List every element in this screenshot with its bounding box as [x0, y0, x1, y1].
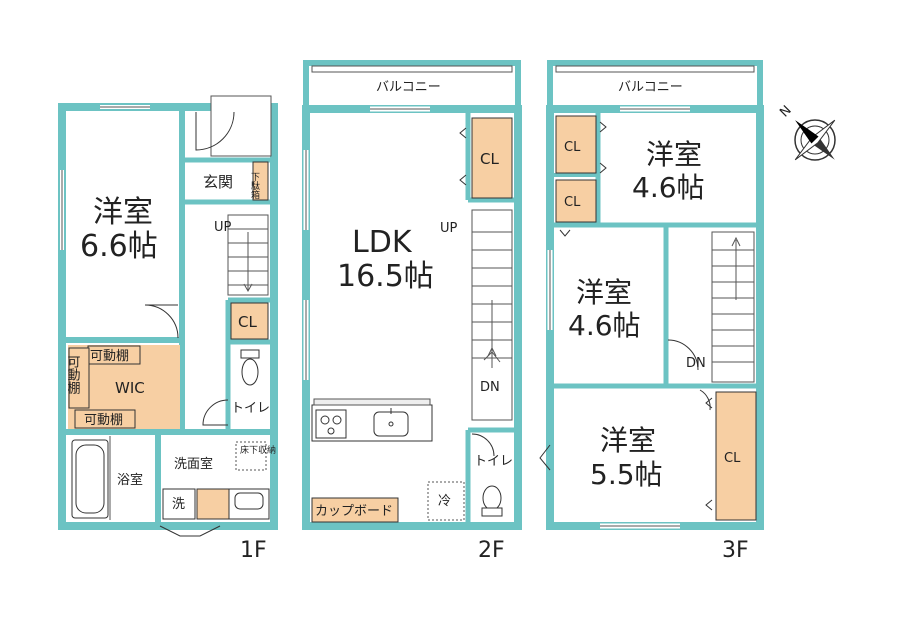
1f-shelf-bottom-label: 可動棚 — [84, 413, 123, 428]
3f-room-c-size: 5.5帖 — [590, 458, 663, 491]
1f-bathroom-label: 浴室 — [117, 472, 143, 488]
2f-fridge-label: 冷 — [438, 494, 451, 509]
3f-closet-3-label: CL — [724, 451, 741, 466]
1f-closet — [230, 302, 269, 340]
3f-floor-label: 3F — [722, 538, 749, 563]
3f-closet-2-label: CL — [564, 195, 581, 210]
1f-vanity-storage — [196, 488, 230, 520]
2f-balcony-label: バルコニー — [376, 80, 441, 95]
1f-toilet-fixture — [240, 349, 260, 386]
1f-shelf-side-label: 可動棚 — [65, 355, 81, 394]
3f-room-b-size: 4.6帖 — [568, 309, 641, 342]
1f-up-label: UP — [214, 220, 232, 235]
1f-under-floor-label: 床下収納 — [240, 444, 276, 456]
1f-staircase — [227, 214, 269, 296]
1f-shelf-bottom — [74, 409, 136, 429]
3f-room-a-label: 洋室 — [646, 138, 702, 171]
3f-staircase — [711, 231, 755, 383]
floor-3f: バルコニー 洋室 4.6帖 洋室 4.6帖 洋室 5.5帖 CL CL CL D… — [539, 60, 764, 563]
1f-room-door — [144, 304, 179, 339]
compass: N — [777, 103, 836, 161]
1f-room-label: 洋室 — [93, 195, 153, 230]
3f-dn-label: DN — [686, 356, 706, 371]
2f-cupboard — [311, 497, 399, 523]
1f-wic-label: WIC — [115, 379, 145, 397]
3f-closet-1 — [555, 115, 597, 174]
1f-toilet-door — [202, 399, 229, 426]
2f-stove — [315, 409, 347, 439]
2f-ldk-label: LDK — [352, 225, 413, 260]
3f-room-c-label: 洋室 — [600, 424, 656, 457]
3f-closet-3 — [715, 391, 757, 521]
2f-fridge — [427, 481, 465, 521]
3f-room-a-size: 4.6帖 — [632, 171, 705, 204]
1f-shelf-top-label: 可動棚 — [90, 349, 129, 364]
1f-bathtub — [71, 439, 109, 519]
1f-entrance-door — [195, 111, 235, 151]
1f-shoe-box-label: 下駄箱 — [249, 172, 260, 200]
1f-shelf-side — [68, 347, 90, 409]
2f-floor-label: 2F — [478, 538, 505, 563]
2f-up-label: UP — [440, 221, 458, 236]
compass-north-label: N — [777, 103, 794, 120]
3f-closet-1-label: CL — [564, 140, 581, 155]
1f-room-size: 6.6帖 — [80, 229, 158, 264]
3f-closet-2 — [555, 179, 597, 223]
2f-closet — [471, 117, 513, 199]
floor-2f: バルコニー LDK 16.5帖 CL UP DN トイレ カップボード 冷 2F — [302, 60, 522, 563]
1f-washer — [162, 488, 196, 520]
1f-closet-label: CL — [238, 313, 257, 331]
2f-closet-label: CL — [480, 150, 499, 168]
2f-sink — [373, 408, 409, 437]
3f-room-b-label: 洋室 — [576, 276, 632, 309]
floor-1f: 洋室 6.6帖 玄関 下駄箱 UP CL 可動棚 可動棚 可動棚 WIC トイレ… — [58, 95, 278, 563]
1f-floor-label: 1F — [240, 538, 267, 563]
1f-porch — [210, 95, 272, 157]
2f-toilet-label: トイレ — [474, 454, 513, 469]
1f-entrance-label: 玄関 — [203, 173, 233, 191]
2f-dn-label: DN — [480, 380, 500, 395]
2f-staircase — [471, 209, 513, 421]
1f-toilet-label: トイレ — [231, 401, 270, 416]
2f-ldk-size: 16.5帖 — [337, 259, 434, 294]
1f-under-floor-storage — [235, 441, 267, 471]
1f-washer-label: 洗 — [172, 497, 185, 512]
1f-vanity — [228, 488, 270, 520]
1f-washroom-label: 洗面室 — [174, 456, 213, 472]
2f-cupboard-label: カップボード — [315, 504, 393, 519]
3f-balcony-label: バルコニー — [618, 80, 683, 95]
1f-shoe-box — [252, 161, 269, 201]
2f-toilet-fixture — [481, 485, 503, 517]
